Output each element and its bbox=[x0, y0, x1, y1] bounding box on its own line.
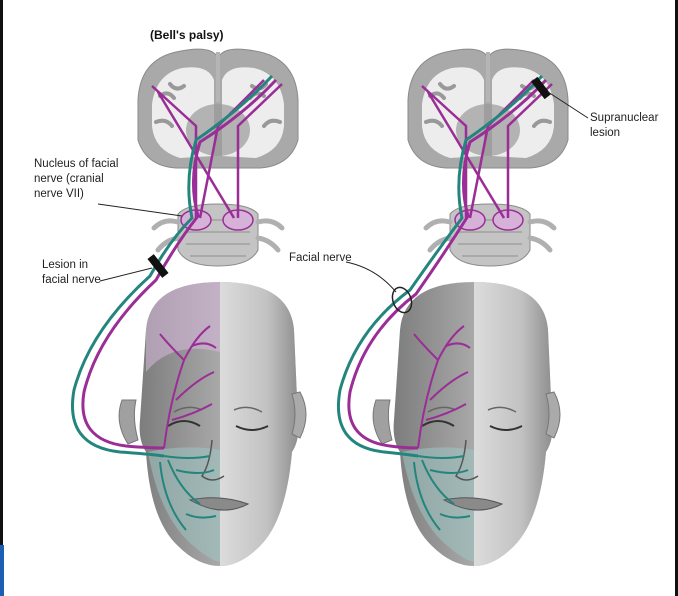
left-panel bbox=[71, 48, 307, 566]
left-face-branches-lower bbox=[159, 455, 217, 531]
supranuclear-leader-line bbox=[547, 91, 589, 119]
left-facial-nerve bbox=[71, 74, 278, 458]
left-face-branches-upper bbox=[159, 325, 217, 449]
nucleus-label-line-3: nerve VII) bbox=[34, 188, 84, 200]
lesion-facial-label: Lesion in facial nerve bbox=[42, 258, 101, 288]
right-border bbox=[675, 0, 678, 596]
supranuclear-label-line-2: lesion bbox=[590, 127, 621, 139]
nucleus-label-line-1: Nucleus of facial bbox=[34, 158, 119, 170]
supranuclear-label: Supranuclear lesion bbox=[590, 111, 658, 141]
supranuclear-lesion-marker bbox=[531, 76, 551, 100]
right-brain-section bbox=[407, 48, 569, 169]
left-brain-section bbox=[137, 48, 299, 169]
facial-nerve-lesion-marker bbox=[147, 254, 169, 278]
left-accent-bar bbox=[0, 545, 4, 596]
nucleus-label: Nucleus of facial nerve (cranial nerve V… bbox=[34, 157, 118, 202]
right-face-branches-upper bbox=[413, 325, 471, 449]
nucleus-label-line-2: nerve (cranial bbox=[34, 173, 104, 185]
left-border bbox=[0, 0, 3, 596]
right-panel bbox=[337, 48, 589, 566]
right-brainstem bbox=[423, 203, 557, 267]
right-head bbox=[372, 282, 561, 566]
left-head bbox=[118, 282, 307, 566]
facial-nerve-ring bbox=[391, 286, 413, 314]
lesion-facial-label-line-1: Lesion in bbox=[42, 259, 89, 271]
left-forehead-paralysis bbox=[146, 282, 220, 372]
lesion-facial-label-line-2: facial nerve bbox=[42, 274, 101, 286]
left-brainstem bbox=[151, 203, 285, 267]
lesion-leader-line bbox=[99, 267, 153, 282]
right-face-branches-lower bbox=[413, 455, 471, 531]
right-facial-nerve bbox=[337, 74, 548, 458]
figure-title: (Bell's palsy) bbox=[150, 28, 224, 42]
nucleus-leader-line bbox=[97, 203, 183, 217]
supranuclear-label-line-1: Supranuclear bbox=[590, 112, 659, 124]
facial-nerve-leader-line bbox=[345, 261, 397, 293]
facial-nerve-label: Facial nerve bbox=[289, 252, 352, 264]
